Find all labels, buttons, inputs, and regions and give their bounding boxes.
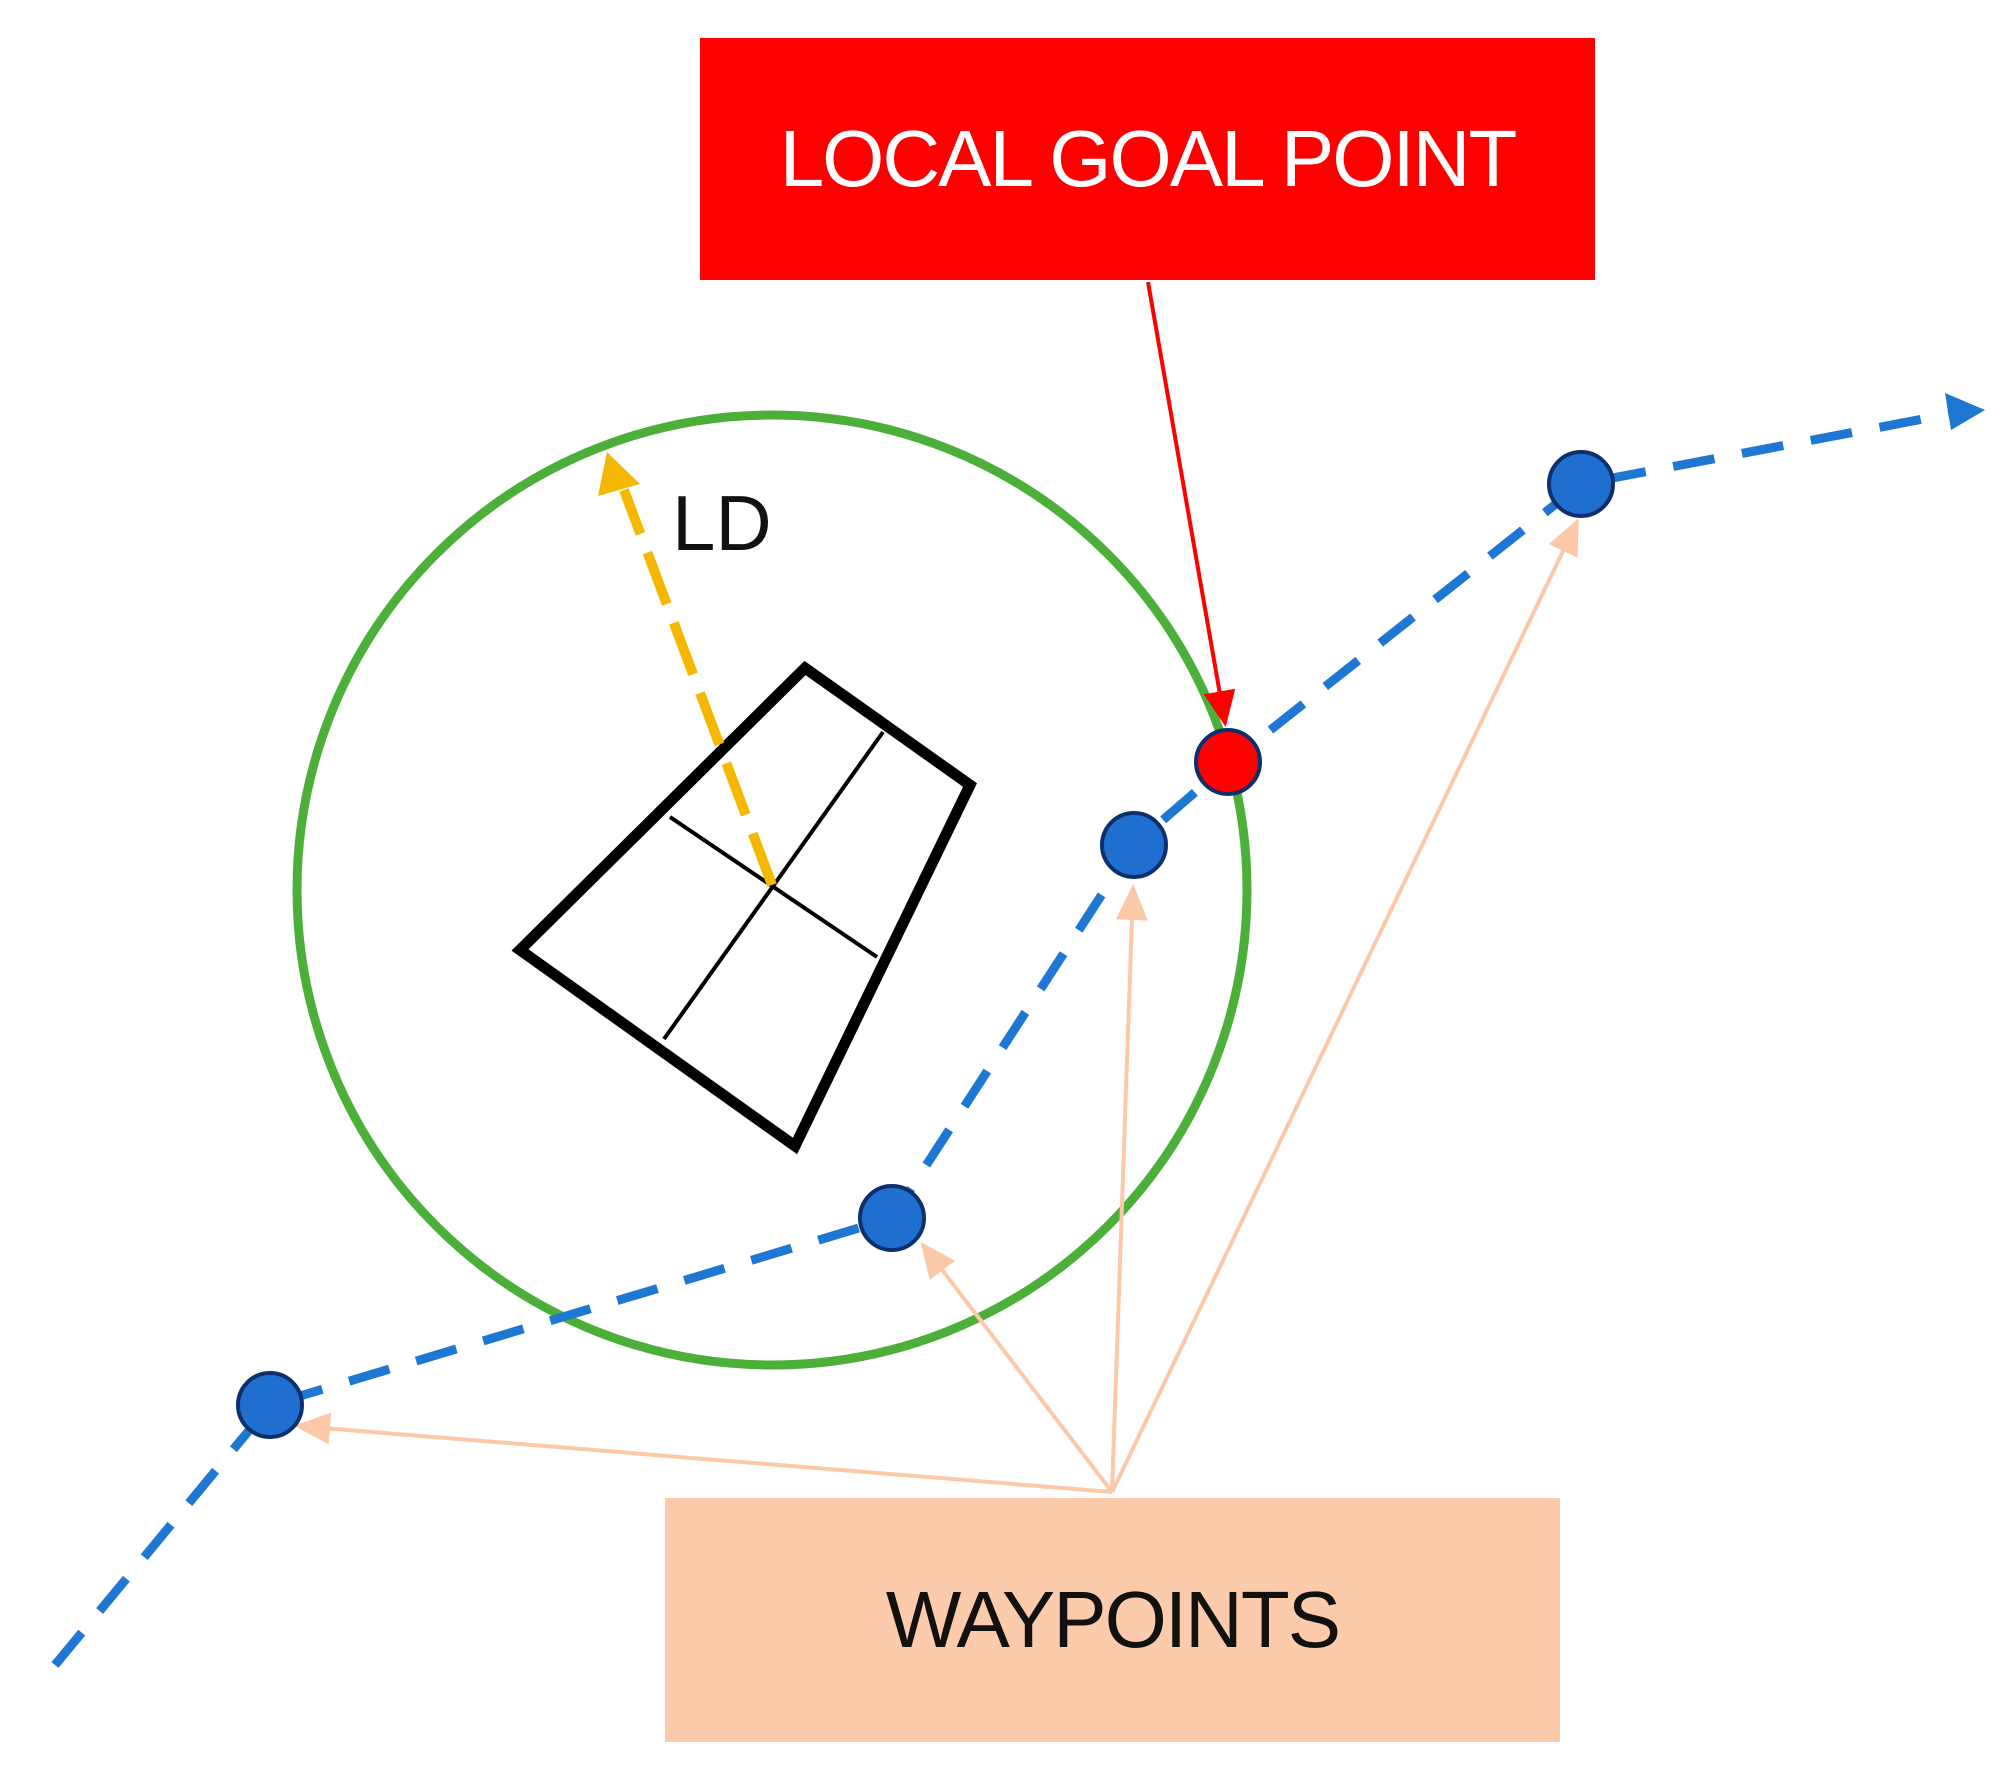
local-goal-marker	[1194, 728, 1262, 796]
waypoint-markers	[236, 450, 1615, 1439]
vehicle	[511, 660, 977, 1155]
waypoint-marker	[236, 1371, 304, 1439]
lookahead-circle	[292, 410, 1252, 1370]
lookahead-distance-label: LD	[672, 479, 772, 567]
lookahead-arrow	[598, 452, 777, 887]
waypoints-label-box: WAYPOINTS	[665, 1498, 1560, 1742]
waypoint-marker	[1547, 450, 1615, 518]
waypoints-label: WAYPOINTS	[885, 1575, 1341, 1664]
waypoint-pointers	[294, 518, 1579, 1494]
path-line	[51, 407, 1961, 1668]
path-arrowhead	[1945, 393, 1985, 430]
local-goal-point-label: LOCAL GOAL POINT	[779, 114, 1518, 203]
local-goal-point-label-box: LOCAL GOAL POINT	[700, 38, 1595, 280]
waypoint-marker	[1100, 811, 1168, 879]
waypoint-marker	[858, 1184, 926, 1252]
local-goal-pointer	[1146, 281, 1236, 727]
